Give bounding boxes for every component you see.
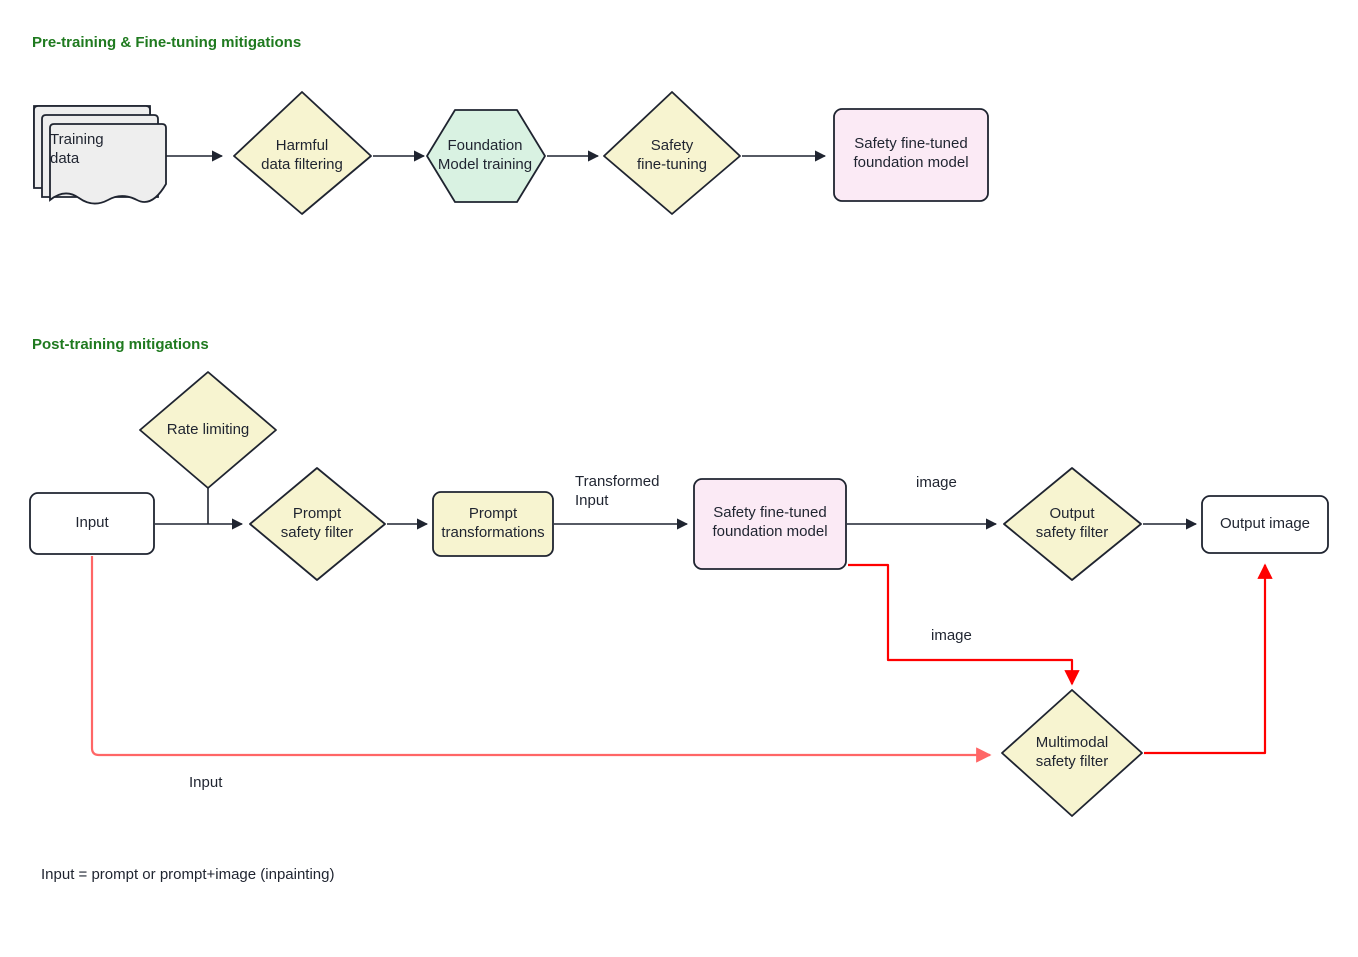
- edge-label-image-to-multimodal-filter: image: [931, 627, 972, 644]
- edge-multimodal-filter-to-output-image: [1144, 563, 1273, 755]
- edge-model-to-multimodal-filter: [848, 563, 1080, 686]
- node-multimodal-safety-filter[interactable]: [1001, 689, 1143, 817]
- node-harmful-data-filtering[interactable]: [233, 91, 372, 215]
- edge-label-image-to-output-filter: image: [916, 474, 957, 491]
- node-prompt-transformations[interactable]: [432, 491, 554, 557]
- footnote-input-definition: Input = prompt or prompt+image (inpainti…: [41, 866, 335, 883]
- training-data-sheet-front: [49, 123, 167, 205]
- node-output-image[interactable]: [1201, 495, 1329, 554]
- node-rate-limiting[interactable]: [139, 371, 277, 489]
- node-safety-fine-tuned-foundation-model[interactable]: [693, 478, 847, 570]
- node-prompt-safety-filter[interactable]: [249, 467, 386, 581]
- node-output-safety-filter[interactable]: [1003, 467, 1142, 581]
- node-foundation-model-training[interactable]: [426, 109, 546, 203]
- edge-input-to-multimodal-filter: [90, 556, 992, 763]
- edge-label-input-to-multimodal-filter: Input: [189, 774, 223, 791]
- node-safety-fine-tuning[interactable]: [603, 91, 741, 215]
- node-training-data[interactable]: [33, 105, 167, 205]
- node-safety-fine-tuned-foundation-model-top[interactable]: [833, 108, 989, 202]
- edge-label-transformed-input: Transformed Input: [575, 473, 660, 509]
- node-input[interactable]: [29, 492, 155, 555]
- section-title-pretraining: Pre-training & Fine-tuning mitigations: [32, 34, 302, 51]
- section-title-posttraining: Post-training mitigations: [32, 336, 209, 353]
